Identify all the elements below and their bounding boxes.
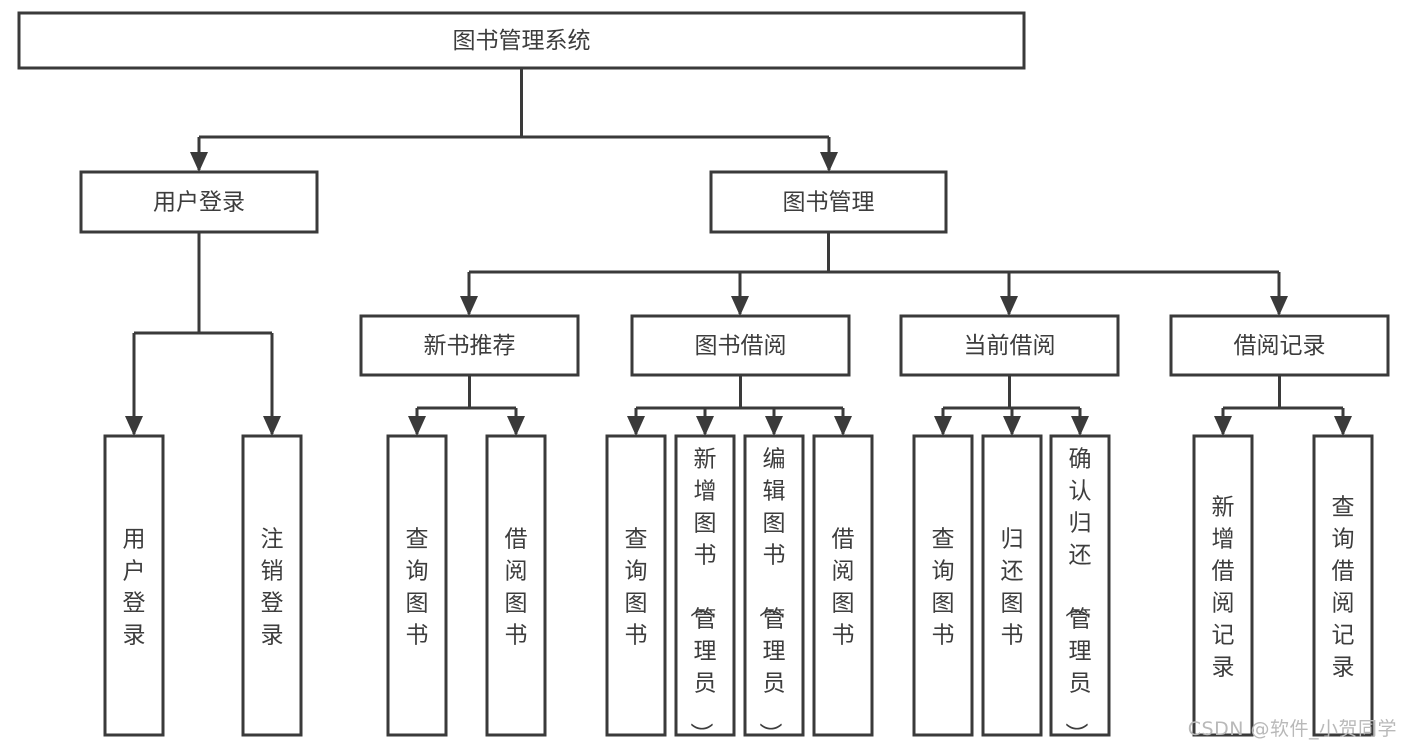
node-label: 借阅记录 (1234, 333, 1326, 359)
node-leaf-user-logout[interactable]: 注销登录 (241, 434, 303, 737)
arrow-head-icon (263, 416, 281, 436)
node-label: 编辑图书（管理员） (757, 446, 786, 745)
arrow-head-icon (1003, 416, 1021, 436)
arrow-head-icon (190, 152, 208, 172)
node-label: 当前借阅 (964, 333, 1056, 359)
node-label: 图书管理 (783, 190, 875, 216)
node-book-borrow[interactable]: 图书借阅 (630, 314, 851, 377)
node-leaf-query-book-rec[interactable]: 查询图书 (386, 434, 448, 737)
arrow-head-icon (408, 416, 426, 436)
arrow-head-icon (834, 416, 852, 436)
node-box[interactable] (241, 434, 303, 737)
node-box[interactable] (743, 434, 805, 737)
node-box[interactable] (386, 434, 448, 737)
node-leaf-query-book-borrow[interactable]: 查询图书 (605, 434, 667, 737)
arrow-head-icon (1270, 296, 1288, 316)
arrow-head-icon (507, 416, 525, 436)
arrow-head-icon (627, 416, 645, 436)
node-current-borrow[interactable]: 当前借阅 (899, 314, 1120, 377)
arrow-head-icon (934, 416, 952, 436)
node-book-manage[interactable]: 图书管理 (709, 170, 948, 234)
node-label: 确认归还（管理员） (1063, 446, 1092, 745)
node-label: 新增图书（管理员） (688, 446, 717, 745)
node-label: 新书推荐 (424, 333, 516, 359)
node-label: 查询图书 (625, 526, 648, 648)
arrow-head-icon (696, 416, 714, 436)
node-label: 查询借阅记录 (1332, 494, 1355, 680)
node-box[interactable] (899, 314, 1120, 377)
node-box[interactable] (709, 170, 948, 234)
node-box[interactable] (103, 434, 165, 737)
node-leaf-query-book-current[interactable]: 查询图书 (912, 434, 974, 737)
node-box[interactable] (79, 170, 319, 234)
node-label: 图书借阅 (695, 333, 787, 359)
node-box[interactable] (812, 434, 874, 737)
csdn-watermark: CSDN @软件_小贺同学 (1187, 718, 1397, 740)
node-label: 查询图书 (406, 526, 429, 648)
node-box[interactable] (1312, 434, 1374, 737)
node-new-book-recommend[interactable]: 新书推荐 (359, 314, 580, 377)
arrow-head-icon (731, 296, 749, 316)
node-box[interactable] (17, 11, 1026, 70)
node-leaf-return-book[interactable]: 归还图书 (981, 434, 1043, 737)
arrow-head-icon (125, 416, 143, 436)
node-label: 借阅图书 (832, 526, 855, 648)
node-leaf-borrow-book-borrow[interactable]: 借阅图书 (812, 434, 874, 737)
node-box[interactable] (630, 314, 851, 377)
node-box[interactable] (981, 434, 1043, 737)
node-label: 注销登录 (261, 526, 284, 648)
arrow-head-icon (1000, 296, 1018, 316)
node-leaf-add-book-admin[interactable]: 新增图书（管理员） (674, 434, 736, 745)
node-borrow-record[interactable]: 借阅记录 (1169, 314, 1390, 377)
node-leaf-query-borrow-record[interactable]: 查询借阅记录 (1312, 434, 1374, 737)
node-box[interactable] (1169, 314, 1390, 377)
arrow-head-icon (765, 416, 783, 436)
node-label: 查询图书 (932, 526, 955, 648)
node-leaf-add-borrow-record[interactable]: 新增借阅记录 (1192, 434, 1254, 737)
node-leaf-confirm-return-admin[interactable]: 确认归还（管理员） (1049, 434, 1111, 745)
arrow-head-icon (1334, 416, 1352, 436)
node-user-login[interactable]: 用户登录 (79, 170, 319, 234)
node-label: 归还图书 (1001, 526, 1024, 648)
node-layer: 图书管理系统用户登录图书管理新书推荐图书借阅当前借阅借阅记录用户登录注销登录查询… (17, 11, 1390, 745)
node-leaf-edit-book-admin[interactable]: 编辑图书（管理员） (743, 434, 805, 745)
node-box[interactable] (1192, 434, 1254, 737)
node-box[interactable] (674, 434, 736, 737)
node-label: 新增借阅记录 (1212, 494, 1235, 680)
arrow-head-icon (820, 152, 838, 172)
node-box[interactable] (605, 434, 667, 737)
node-box[interactable] (485, 434, 547, 737)
node-label: 图书管理系统 (453, 28, 591, 54)
node-box[interactable] (359, 314, 580, 377)
arrow-head-icon (1071, 416, 1089, 436)
arrow-head-icon (1214, 416, 1232, 436)
connector-layer (125, 68, 1352, 436)
node-label: 用户登录 (153, 190, 245, 216)
arrow-head-icon (460, 296, 478, 316)
node-box[interactable] (912, 434, 974, 737)
node-root[interactable]: 图书管理系统 (17, 11, 1026, 70)
node-label: 用户登录 (123, 526, 146, 648)
node-leaf-borrow-book-rec[interactable]: 借阅图书 (485, 434, 547, 737)
node-label: 借阅图书 (505, 526, 528, 648)
node-leaf-user-login[interactable]: 用户登录 (103, 434, 165, 737)
node-box[interactable] (1049, 434, 1111, 737)
